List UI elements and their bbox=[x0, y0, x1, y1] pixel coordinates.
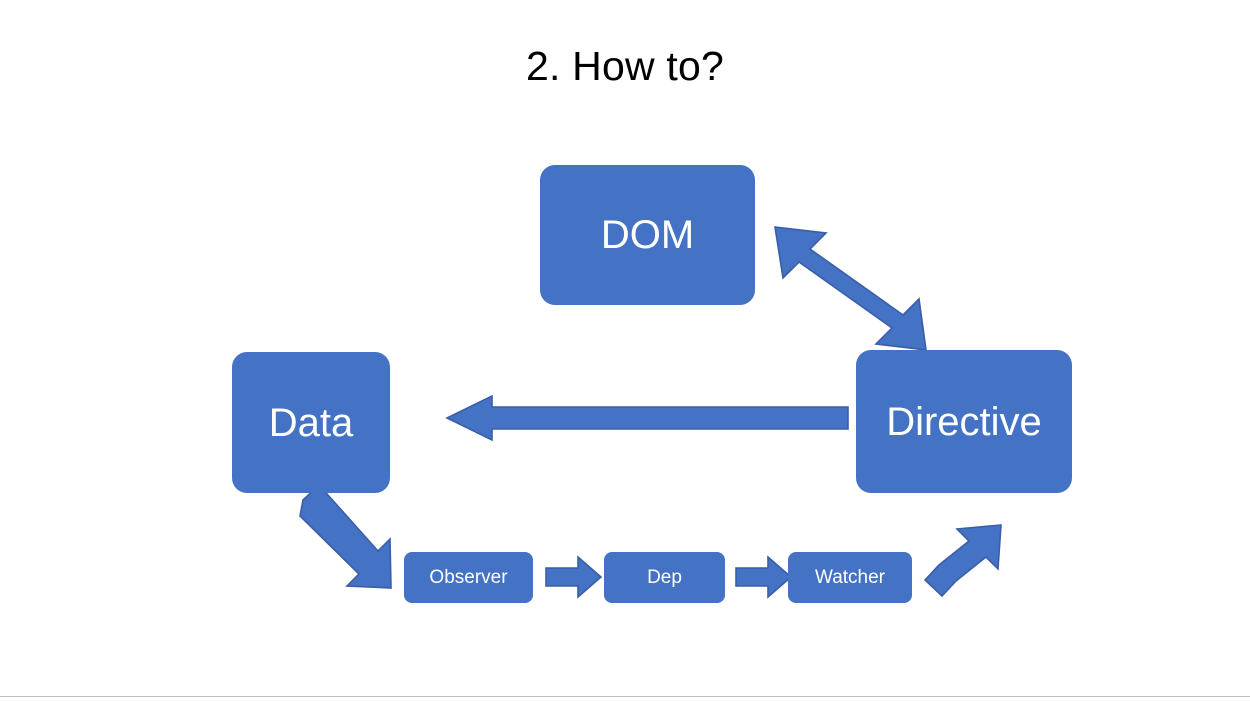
node-dom-label: DOM bbox=[600, 213, 695, 257]
edge-dep-watcher-arrow bbox=[735, 555, 793, 599]
node-data-label: Data bbox=[268, 400, 354, 445]
node-dep[interactable]: Dep bbox=[604, 552, 725, 603]
slide-bottom-divider bbox=[0, 696, 1250, 697]
node-watcher-label: Watcher bbox=[814, 566, 886, 588]
node-directive[interactable]: Directive bbox=[856, 350, 1072, 493]
edge-data-observer-arrow bbox=[299, 483, 392, 589]
node-observer[interactable]: Observer bbox=[404, 552, 533, 603]
edge-directive-data-arrow bbox=[445, 394, 849, 442]
edge-watcher-directive-arrow bbox=[923, 524, 1002, 598]
node-watcher[interactable]: Watcher bbox=[788, 552, 912, 603]
node-dep-label: Dep bbox=[647, 566, 682, 588]
node-observer-label: Observer bbox=[429, 566, 508, 588]
edge-dom-directive-arrow bbox=[774, 226, 927, 351]
edge-observer-dep-arrow bbox=[545, 555, 603, 599]
node-dom[interactable]: DOM bbox=[540, 165, 755, 305]
node-data[interactable]: Data bbox=[232, 352, 390, 493]
node-directive-label: Directive bbox=[886, 399, 1042, 444]
page-title: 2. How to? bbox=[526, 43, 724, 89]
